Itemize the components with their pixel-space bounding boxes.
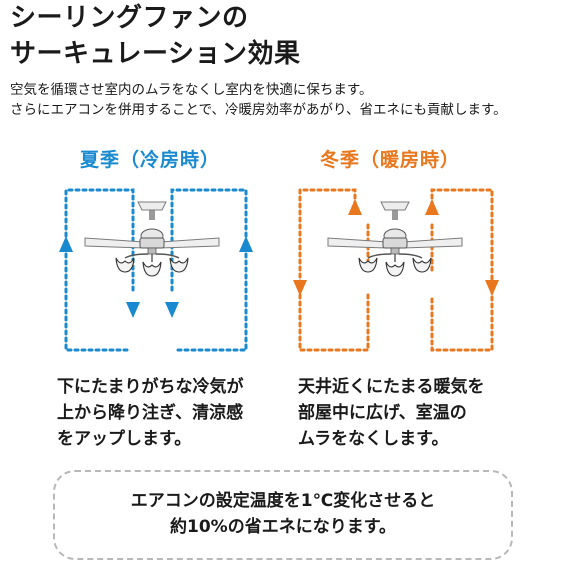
page-title-line2: サーキュレーション効果 (10, 39, 301, 69)
summer-description-line3: をアップします。 (57, 429, 192, 449)
winter-description-line3: ムラをなくします。 (298, 429, 449, 449)
ceiling-fan-icon (327, 201, 463, 277)
note-line1: エアコンの設定温度を1℃変化させると (130, 491, 436, 511)
summer-airflow (59, 188, 253, 352)
airflow-diagram (59, 188, 499, 352)
note-line2: 約10%の省エネになります。 (170, 517, 396, 537)
winter-heading: 冬季（暖房時） (319, 149, 460, 171)
arrow-down-icon (126, 302, 140, 318)
summer-description: 下にたまりがちな冷気が 上から降り注ぎ、清涼感 をアップします。 (57, 374, 244, 452)
summer-description-line2: 上から降り注ぎ、清涼感 (57, 403, 244, 423)
arrow-down-icon (485, 280, 499, 296)
winter-airflow (293, 188, 499, 352)
intro-text-line2: さらにエアコンを併用することで、冷暖房効率があがり、省エネにも貢献します。 (10, 102, 507, 118)
winter-description-line2: 部屋中に広げ、室温の (298, 403, 467, 423)
ceiling-fan-icon (84, 201, 220, 277)
winter-description-line1: 天井近くにたまる暖気を (298, 377, 485, 397)
arrow-up-icon (239, 236, 253, 252)
winter-description: 天井近くにたまる暖気を 部屋中に広げ、室温の ムラをなくします。 (298, 374, 485, 452)
energy-saving-note: エアコンの設定温度を1℃変化させると 約10%の省エネになります。 (53, 470, 513, 560)
arrow-up-icon (425, 199, 439, 215)
summer-heading: 夏季（冷房時） (79, 149, 220, 171)
intro-text-line1: 空気を循環させ室内のムラをなくし室内を快適に保ちます。 (10, 82, 373, 98)
arrow-down-icon (165, 302, 179, 318)
arrow-down-icon (293, 280, 307, 296)
page-title-line1: シーリングファンの (10, 3, 249, 33)
arrow-up-icon (59, 236, 73, 252)
arrow-up-icon (348, 199, 362, 215)
summer-description-line1: 下にたまりがちな冷気が (57, 377, 244, 397)
